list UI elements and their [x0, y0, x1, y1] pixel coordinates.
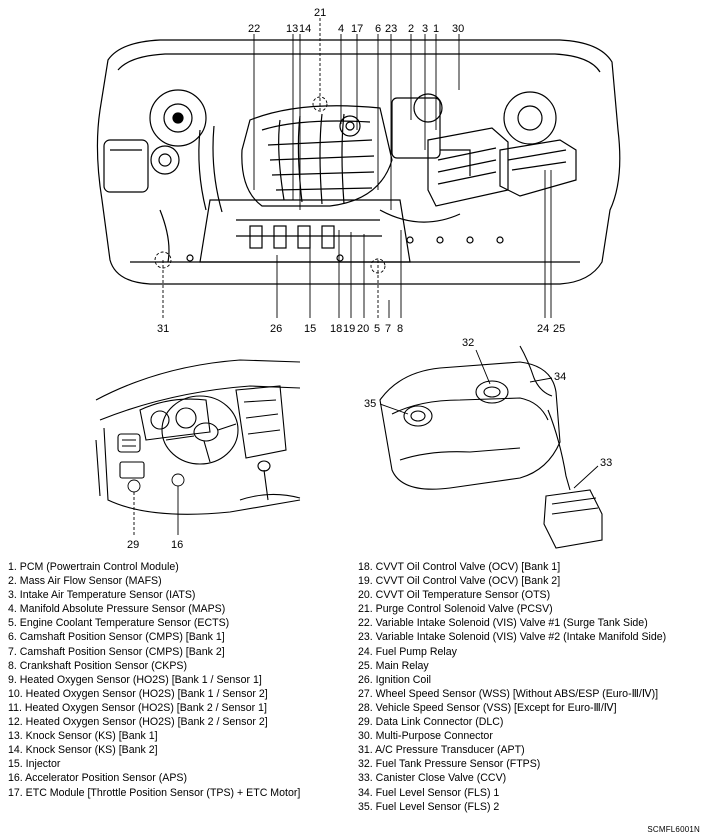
legend-item: 6. Camshaft Position Sensor (CMPS) [Bank…: [8, 631, 225, 644]
callout-15: 15: [304, 323, 316, 335]
callout-24: 24: [537, 323, 549, 335]
legend-item: 7. Camshaft Position Sensor (CMPS) [Bank…: [8, 645, 225, 658]
figure-code: SCMFL6001N: [647, 825, 700, 834]
legend-item: 28. Vehicle Speed Sensor (VSS) [Except f…: [358, 701, 617, 714]
legend-item: 21. Purge Control Solenoid Valve (PCSV): [358, 603, 553, 616]
legend-item: 18. CVVT Oil Control Valve (OCV) [Bank 1…: [358, 561, 561, 573]
callout-14: 14: [299, 23, 311, 35]
callout-16: 16: [171, 539, 183, 551]
callout-20: 20: [357, 323, 369, 335]
callout-18: 18: [330, 323, 342, 335]
legend-item: 24. Fuel Pump Relay: [358, 645, 457, 658]
legend-item: 10. Heated Oxygen Sensor (HO2S) [Bank 1 …: [8, 687, 268, 700]
legend-item: 4. Manifold Absolute Pressure Sensor (MA…: [8, 603, 226, 616]
callout-25: 25: [553, 323, 565, 335]
legend-item: 25. Main Relay: [358, 659, 429, 672]
callout-33: 33: [600, 457, 612, 469]
callout-4: 4: [338, 23, 344, 35]
callout-13: 13: [286, 23, 298, 35]
callout-6: 6: [375, 23, 381, 35]
callout-32: 32: [462, 337, 474, 349]
engine-bay-drawing: [96, 39, 621, 285]
callout-22: 22: [248, 23, 260, 35]
callout-21: 21: [314, 7, 326, 19]
legend-right-column: 18. CVVT Oil Control Valve (OCV) [Bank 1…: [358, 560, 666, 814]
callout-23: 23: [385, 23, 397, 35]
callout-2: 2: [408, 23, 414, 35]
dashboard-leader-lines: [133, 486, 179, 535]
legend-item: 20. CVVT Oil Temperature Sensor (OTS): [358, 589, 551, 602]
callout-26: 26: [270, 323, 282, 335]
legend-item: 12. Heated Oxygen Sensor (HO2S) [Bank 2 …: [8, 716, 268, 729]
legend-item: 15. Injector: [8, 758, 61, 771]
callout-30: 30: [452, 23, 464, 35]
legend-item: 27. Wheel Speed Sensor (WSS) [Without AB…: [358, 687, 659, 700]
callout-31: 31: [157, 323, 169, 335]
fuel-leader-lines: [379, 349, 599, 489]
legend-item: 31. A/C Pressure Transducer (APT): [358, 744, 525, 757]
callout-1: 1: [433, 23, 439, 35]
callout-17: 17: [351, 23, 363, 35]
callout-7: 7: [385, 323, 391, 335]
callout-35: 35: [364, 398, 376, 410]
diagram-illustration: 22 13 14 21 4 17 6 23 2 3 1 30 31 26 15 …: [95, 7, 621, 551]
callout-3: 3: [422, 23, 428, 35]
legend-item: 35. Fuel Level Sensor (FLS) 2: [358, 800, 500, 813]
legend-item: 19. CVVT Oil Control Valve (OCV) [Bank 2…: [358, 575, 561, 588]
legend-item: 5. Engine Coolant Temperature Sensor (EC…: [8, 617, 230, 630]
legend-item: 13. Knock Sensor (KS) [Bank 1]: [8, 730, 158, 743]
callout-19: 19: [343, 323, 355, 335]
legend-item: 9. Heated Oxygen Sensor (HO2S) [Bank 1 /…: [8, 673, 262, 686]
callout-34: 34: [554, 371, 566, 383]
legend-item: 34. Fuel Level Sensor (FLS) 1: [358, 786, 500, 799]
legend-item: 29. Data Link Connector (DLC): [358, 716, 504, 729]
legend-left-column: 1. PCM (Powertrain Control Module) 2. Ma…: [8, 560, 300, 800]
legend-item: 1. PCM (Powertrain Control Module): [8, 561, 179, 573]
callout-8: 8: [397, 323, 403, 335]
legend-item: 32. Fuel Tank Pressure Sensor (FTPS): [358, 758, 541, 771]
legend-item: 22. Variable Intake Solenoid (VIS) Valve…: [358, 617, 648, 630]
legend-item: 17. ETC Module [Throttle Position Sensor…: [8, 786, 301, 799]
callout-29: 29: [127, 539, 139, 551]
legend-item: 14. Knock Sensor (KS) [Bank 2]: [8, 744, 158, 757]
callout-5: 5: [374, 323, 380, 335]
engine-leader-lines: [162, 18, 552, 318]
legend-item: 2. Mass Air Flow Sensor (MAFS): [8, 575, 162, 588]
legend-item: 30. Multi-Purpose Connector: [358, 730, 493, 743]
legend-item: 23. Variable Intake Solenoid (VIS) Valve…: [358, 631, 667, 644]
legend-item: 16. Accelerator Position Sensor (APS): [8, 772, 188, 785]
legend-item: 33. Canister Close Valve (CCV): [358, 772, 507, 785]
legend-item: 8. Crankshaft Position Sensor (CKPS): [8, 659, 187, 672]
legend-item: 11. Heated Oxygen Sensor (HO2S) [Bank 2 …: [8, 701, 267, 714]
legend-item: 3. Intake Air Temperature Sensor (IATS): [8, 589, 196, 602]
fuel-tank-drawing: [379, 345, 603, 549]
legend-item: 26. Ignition Coil: [358, 673, 432, 686]
dashboard-drawing: [95, 359, 301, 515]
